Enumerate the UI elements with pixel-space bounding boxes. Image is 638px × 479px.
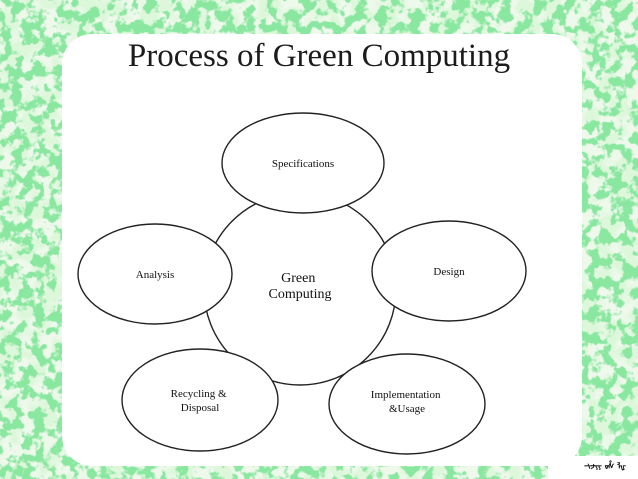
center-node-label-line-1: Green bbox=[281, 271, 315, 286]
node-design-ellipse bbox=[371, 220, 527, 322]
node-implementation-label-line-1: Implementation bbox=[371, 389, 441, 401]
node-design-label: Design bbox=[433, 266, 465, 278]
node-implementation-ellipse bbox=[328, 353, 486, 455]
node-implementation-label: Implementation &Usage bbox=[371, 389, 443, 415]
node-design-label-line-1: Design bbox=[433, 266, 465, 278]
node-recycling-label: Recycling & Disposal bbox=[171, 388, 230, 414]
watermark-signature: ᠆ᢣᢣᡪᡪ ᢦᢥ ᡀ bbox=[584, 462, 627, 471]
node-recycling-ellipse bbox=[121, 348, 279, 452]
node-recycling-label-line-2: Disposal bbox=[181, 402, 220, 414]
node-implementation: Implementation &Usage bbox=[328, 353, 486, 455]
node-analysis-ellipse bbox=[77, 223, 233, 325]
center-node-label: Green Computing bbox=[268, 271, 331, 302]
center-node-label-line-2: Computing bbox=[268, 287, 331, 302]
node-recycling: Recycling & Disposal bbox=[121, 348, 279, 452]
node-recycling-label-line-1: Recycling & bbox=[171, 388, 227, 400]
node-analysis-label: Analysis bbox=[136, 269, 175, 281]
node-implementation-label-line-2: &Usage bbox=[389, 403, 425, 415]
node-specifications-label: Specifications bbox=[272, 158, 334, 170]
node-design: Design bbox=[371, 220, 527, 322]
node-analysis: Analysis bbox=[77, 223, 233, 325]
node-specifications-label-line-1: Specifications bbox=[272, 158, 334, 170]
node-specifications: Specifications bbox=[221, 112, 385, 214]
slide-title: Process of Green Computing bbox=[127, 38, 511, 74]
node-specifications-ellipse bbox=[221, 112, 385, 214]
node-analysis-label-line-1: Analysis bbox=[136, 269, 175, 281]
